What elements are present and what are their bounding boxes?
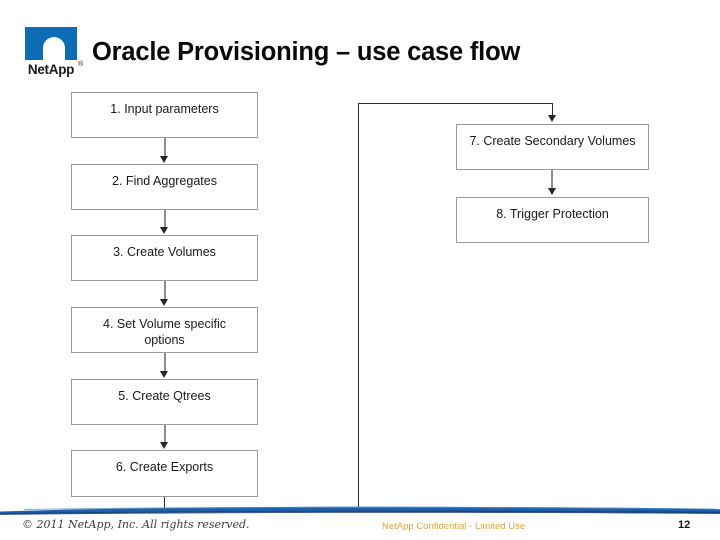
logo-trademark-icon: ®: [78, 61, 84, 68]
netapp-n-logo-icon: [25, 27, 77, 60]
connector-step-6-to-7-top: [358, 103, 553, 104]
connector-step-1-to-2-line: [163, 138, 166, 157]
connector-step-6-to-7-drop: [552, 103, 553, 116]
connector-step-5-to-6-arrow-icon: [160, 442, 168, 449]
connector-step-3-to-4-arrow-icon: [160, 299, 168, 306]
connector-step-6-to-7-riser: [358, 103, 359, 509]
logo-wordmark: NetApp: [27, 62, 75, 77]
flow-box-step-4[interactable]: 4. Set Volume specific options: [71, 307, 258, 353]
connector-step-6-to-7-down: [164, 497, 165, 509]
flow-box-step-8[interactable]: 8. Trigger Protection: [456, 197, 649, 243]
footer-accent-band: [0, 504, 720, 516]
logo-notch: [43, 37, 65, 60]
flow-box-step-2[interactable]: 2. Find Aggregates: [71, 164, 258, 210]
connector-step-4-to-5-line: [163, 353, 166, 372]
page-title: Oracle Provisioning – use case flow: [92, 38, 521, 66]
flow-box-step-5[interactable]: 5. Create Qtrees: [71, 379, 258, 425]
flow-box-step-1[interactable]: 1. Input parameters: [71, 92, 258, 138]
flow-box-step-6[interactable]: 6. Create Exports: [71, 450, 258, 497]
flow-box-step-7[interactable]: 7. Create Secondary Volumes: [456, 124, 649, 170]
connector-step-7-to-8-line: [551, 170, 553, 189]
flow-box-step-3[interactable]: 3. Create Volumes: [71, 235, 258, 281]
footer-confidential: NetApp Confidential - Limited Use: [382, 521, 526, 532]
connector-step-3-to-4-line: [163, 281, 166, 300]
connector-step-2-to-3-line: [163, 210, 166, 228]
connector-step-1-to-2-arrow-icon: [160, 156, 168, 163]
connector-step-7-to-8-arrow-icon: [548, 188, 556, 195]
connector-step-5-to-6-line: [163, 425, 166, 443]
connector-step-4-to-5-arrow-icon: [160, 371, 168, 378]
footer-copyright: © 2011 NetApp, Inc. All rights reserved.: [22, 518, 250, 531]
netapp-logo: NetApp ®: [22, 27, 88, 83]
connector-step-6-to-7-arrow-icon: [548, 115, 556, 122]
connector-step-2-to-3-arrow-icon: [160, 227, 168, 234]
footer-page-number: 12: [678, 519, 691, 531]
